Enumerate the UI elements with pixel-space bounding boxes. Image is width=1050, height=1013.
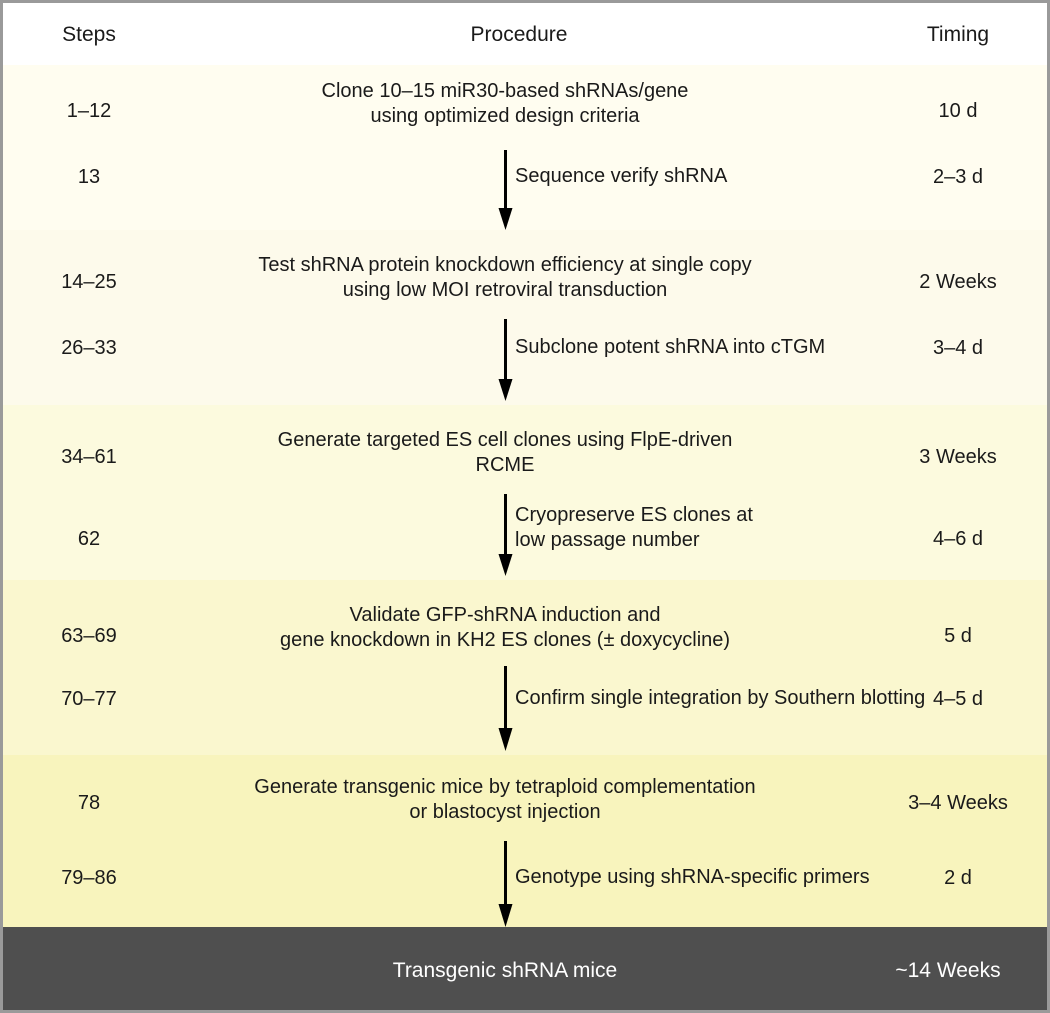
timing-6: 4–6 d — [932, 528, 984, 550]
timing-9: 3–4 Weeks — [908, 792, 1008, 814]
band-footer — [3, 927, 1047, 1010]
column-header-steps: Steps — [62, 23, 116, 46]
steps-10: 79–86 — [61, 867, 117, 889]
timing-7: 5 d — [944, 625, 972, 647]
timing-5: 3 Weeks — [919, 446, 997, 468]
column-header-procedure: Procedure — [470, 23, 568, 46]
connector-arrow-1 — [497, 150, 514, 230]
steps-8: 70–77 — [61, 688, 117, 710]
steps-4: 26–33 — [61, 337, 117, 359]
procedure-3-line1: Test shRNA protein knockdown efficiency … — [258, 254, 752, 276]
band-stage-1 — [3, 65, 1047, 230]
steps-7: 63–69 — [61, 625, 117, 647]
footer-result: Transgenic shRNA mice — [392, 959, 618, 982]
procedure-1-line2: using optimized design criteria — [370, 105, 640, 127]
procedure-3: Test shRNA protein knockdown efficiency … — [173, 253, 837, 303]
procedure-8: Confirm single integration by Southern b… — [515, 687, 926, 709]
timing-2: 2–3 d — [932, 166, 984, 188]
procedure-3-line2: using low MOI retroviral transduction — [342, 279, 668, 301]
procedure-5-line2: RCME — [475, 454, 535, 476]
steps-6: 62 — [77, 528, 101, 550]
band-stage-5 — [3, 755, 1047, 927]
steps-3: 14–25 — [61, 271, 117, 293]
timing-1: 10 d — [938, 100, 978, 122]
timing-8: 4–5 d — [932, 688, 984, 710]
procedure-5-line1: Generate targeted ES cell clones using F… — [277, 429, 733, 451]
timing-3: 2 Weeks — [919, 271, 997, 293]
procedure-7-line2: gene knockdown in KH2 ES clones (± doxyc… — [279, 629, 731, 651]
procedure-1-line1: Clone 10–15 miR30-based shRNAs/gene — [321, 80, 689, 102]
procedure-6: Cryopreserve ES clones at low passage nu… — [515, 503, 945, 553]
procedure-1: Clone 10–15 miR30-based shRNAs/gene usin… — [173, 79, 837, 129]
procedure-7-line1: Validate GFP-shRNA induction and — [349, 604, 661, 626]
connector-arrow-2 — [497, 319, 514, 401]
procedure-10: Genotype using shRNA-specific primers — [515, 866, 870, 888]
procedure-6-line1: Cryopreserve ES clones at — [515, 504, 753, 526]
procedure-6-line2: low passage number — [515, 529, 700, 551]
procedure-2: Sequence verify shRNA — [515, 165, 728, 187]
footer-total-timing: ~14 Weeks — [895, 959, 1001, 982]
connector-arrow-4 — [497, 666, 514, 751]
steps-2: 13 — [77, 166, 101, 188]
procedure-7: Validate GFP-shRNA induction and gene kn… — [173, 603, 837, 653]
procedure-5: Generate targeted ES cell clones using F… — [173, 428, 837, 478]
connector-arrow-5 — [497, 841, 514, 927]
procedure-9-line2: or blastocyst injection — [409, 801, 601, 823]
steps-5: 34–61 — [61, 446, 117, 468]
band-stage-2 — [3, 230, 1047, 405]
procedure-9-line1: Generate transgenic mice by tetraploid c… — [254, 776, 756, 798]
band-stage-4 — [3, 580, 1047, 755]
band-stage-3 — [3, 405, 1047, 580]
procedure-4: Subclone potent shRNA into cTGM — [515, 336, 826, 358]
steps-1: 1–12 — [66, 100, 112, 122]
steps-9: 78 — [77, 792, 101, 814]
timing-10: 2 d — [944, 867, 972, 889]
connector-arrow-3 — [497, 494, 514, 576]
column-header-timing: Timing — [926, 23, 990, 46]
procedure-9: Generate transgenic mice by tetraploid c… — [173, 775, 837, 825]
timing-4: 3–4 d — [932, 337, 984, 359]
